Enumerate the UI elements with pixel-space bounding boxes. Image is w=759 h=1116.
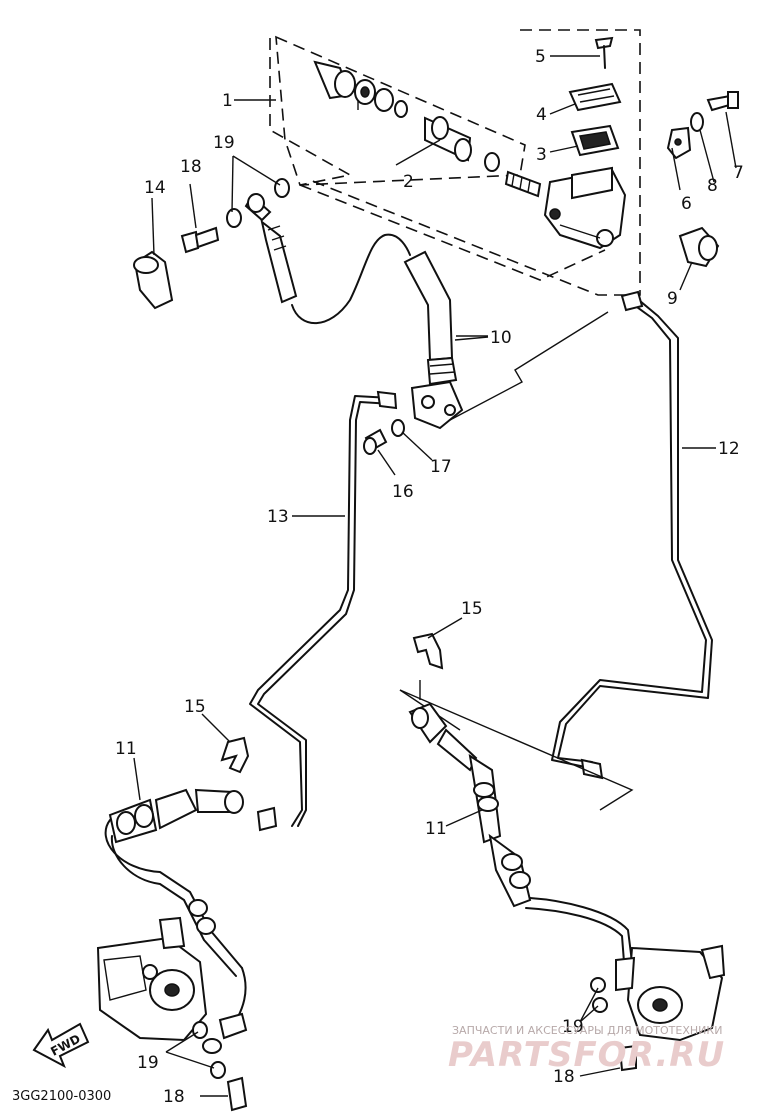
watermark-tagline: ЗАПЧАСТИ И АКСЕССУАРЫ ДЛЯ МОТОТЕХНИКИ (452, 1024, 722, 1037)
callout-11-left: 11 (115, 739, 137, 759)
callout-14: 14 (144, 178, 166, 198)
callout-18-bottom-left: 18 (163, 1087, 185, 1107)
callout-4: 4 (536, 105, 547, 125)
callout-12: 12 (718, 439, 740, 459)
lever-holder (666, 126, 692, 160)
callout-5: 5 (535, 47, 546, 67)
callout-15-right: 15 (461, 599, 483, 619)
callout-10: 10 (490, 328, 512, 348)
copper-washers-19 (226, 178, 290, 228)
callout-19-bottom-right: 19 (562, 1017, 584, 1037)
callout-1: 1 (222, 91, 233, 111)
assembly-outline-reservoir (269, 29, 641, 296)
brake-pipe-12 (551, 290, 713, 780)
callout-8: 8 (707, 176, 718, 196)
brake-hose-11-right (399, 689, 634, 963)
hose-banjo-end (244, 193, 298, 304)
master-cylinder-body (543, 166, 627, 250)
leader-lines-joint (449, 311, 609, 421)
clip-15-left (220, 736, 250, 774)
callout-9: 9 (667, 289, 678, 309)
callout-19-bottom-left: 19 (137, 1053, 159, 1073)
cap-9 (678, 226, 720, 268)
union-bolt-18 (180, 226, 220, 254)
watermark: ЗАПЧАСТИ И АКСЕССУАРЫ ДЛЯ МОТОТЕХНИКИ PA… (448, 1024, 725, 1075)
brake-hose-11-left (104, 788, 278, 1054)
brake-switch (133, 250, 174, 310)
left-washers-and-bolt (192, 1021, 248, 1112)
callout-16: 16 (392, 482, 414, 502)
bolt-7 (706, 91, 739, 112)
callout-7: 7 (733, 163, 744, 183)
rear-caliper-right (590, 944, 726, 1072)
brake-hose-upper-curve (291, 233, 411, 325)
callout-leaders (133, 55, 737, 1097)
watermark-logo: PARTSFOR.RU (448, 1035, 725, 1075)
joint-washer-17 (391, 419, 405, 437)
master-cylinder-boot (313, 60, 408, 118)
reservoir-screw (594, 36, 614, 69)
reservoir-plate (568, 82, 622, 112)
piston-kit (424, 116, 542, 198)
callout-6: 6 (681, 194, 692, 214)
callout-17: 17 (430, 457, 452, 477)
callout-18-top: 18 (180, 157, 202, 177)
reservoir-diaphragm (570, 124, 620, 157)
callout-13: 13 (267, 507, 289, 527)
callout-19-top: 19 (213, 133, 235, 153)
fwd-arrow-icon: FWD (32, 1022, 90, 1069)
callout-2: 2 (403, 172, 414, 192)
callout-labels: 1 2 3 4 5 6 7 8 9 10 11 11 12 13 14 15 1… (115, 47, 744, 1107)
rear-caliper-left (96, 916, 208, 1042)
clip-15-right (412, 632, 444, 670)
brake-hose-10 (403, 250, 458, 386)
callout-11-right: 11 (425, 819, 447, 839)
joint-bolt-16 (363, 428, 388, 455)
diagram-code: 3GG2100-0300 (12, 1089, 111, 1104)
washer-8 (690, 112, 704, 132)
callout-15-left: 15 (184, 697, 206, 717)
callout-3: 3 (536, 145, 547, 165)
brake-hose-joint (410, 380, 464, 430)
callout-18-bottom-right: 18 (553, 1067, 575, 1087)
brake-pipe-13 (249, 390, 398, 827)
